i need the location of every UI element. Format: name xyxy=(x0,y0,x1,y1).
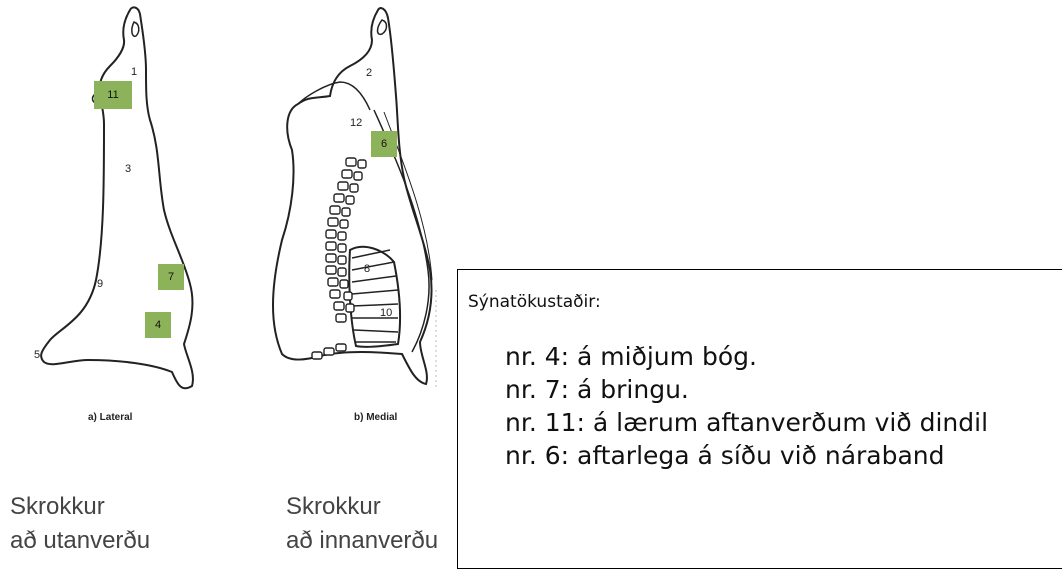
medial-region-12: 12 xyxy=(350,118,362,129)
medial-region-8: 8 xyxy=(364,264,370,275)
sample-tag-6: 6 xyxy=(371,131,397,157)
medial-caption: b) Medial xyxy=(354,412,397,423)
medial-carcass-outline xyxy=(0,0,460,420)
site-line-11: nr. 11: á lærum aftanverðum við dindil xyxy=(458,406,1058,439)
medial-region-10: 10 xyxy=(380,308,392,319)
medial-region-2: 2 xyxy=(366,68,372,79)
site-line-4: nr. 4: á miðjum bóg. xyxy=(458,340,1058,373)
site-line-6: nr. 6: aftarlega á síðu við náraband xyxy=(458,439,1058,472)
sampling-sites-title: Sýnatökustaðir: xyxy=(468,292,601,312)
medial-bottom-label: Skrokkur að innanverðu xyxy=(286,490,438,558)
sampling-sites-list: nr. 4: á miðjum bóg. nr. 7: á bringu. nr… xyxy=(458,340,1058,472)
lateral-bottom-label: Skrokkur að utanverðu xyxy=(10,490,150,558)
site-line-7: nr. 7: á bringu. xyxy=(458,373,1058,406)
sampling-sites-box: Sýnatökustaðir: nr. 4: á miðjum bóg. nr.… xyxy=(457,269,1062,569)
